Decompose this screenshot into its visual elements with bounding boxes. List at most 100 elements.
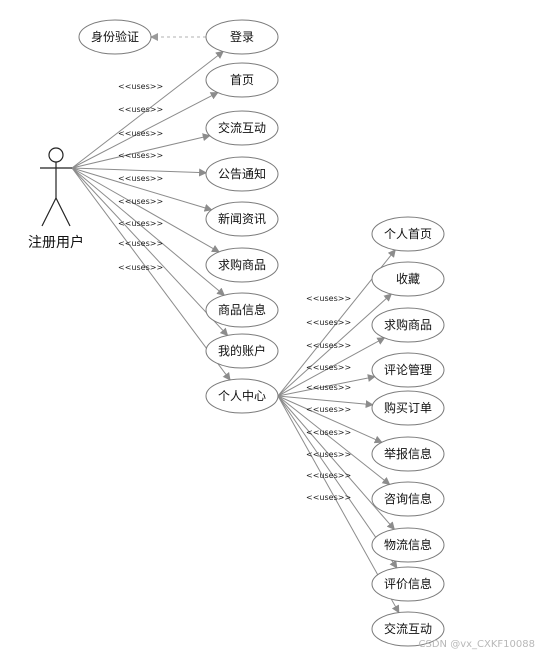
use-case-ellipse	[371, 390, 445, 426]
use-case-personal-center-3[interactable]: 评论管理	[371, 352, 445, 388]
use-case-ellipse	[371, 261, 445, 297]
uses-stereotype-label: <<uses>>	[306, 363, 351, 372]
use-case-ellipse	[205, 201, 279, 237]
association-line	[277, 293, 393, 397]
use-case-label: 评价信息	[384, 576, 432, 591]
actor-label: 注册用户	[28, 234, 84, 251]
stick-figure-icon	[48, 147, 64, 163]
use-case-personal-center-8[interactable]: 评价信息	[371, 566, 445, 602]
use-case-ellipse	[371, 307, 445, 343]
uses-stereotype-label: <<uses>>	[118, 197, 163, 206]
use-case-ellipse	[371, 352, 445, 388]
use-case-layer: 身份验证登录首页交流互动公告通知新闻资讯求购商品商品信息我的账户个人中心个人首页…	[78, 19, 445, 647]
use-case-label: 咨询信息	[384, 491, 432, 506]
association-line	[71, 167, 208, 177]
use-case-label: 交流互动	[384, 621, 432, 636]
association-line	[277, 337, 386, 397]
use-case-label: 公告通知	[218, 167, 266, 181]
stereotype-labels: <<uses>> <<uses>> <<uses>> <<uses>> <<uses>>…	[118, 82, 351, 502]
use-case-label: 求购商品	[218, 257, 266, 272]
use-case-personal-center-2[interactable]: 求购商品	[371, 307, 445, 343]
use-case-label: 个人中心	[218, 388, 266, 403]
association-line	[71, 92, 219, 169]
association-line	[71, 167, 220, 253]
uses-stereotype-label: <<uses>>	[118, 105, 163, 114]
use-case-main-3[interactable]: 公告通知	[205, 156, 279, 192]
uses-stereotype-label: <<uses>>	[306, 428, 351, 437]
use-case-main-6[interactable]: 商品信息	[205, 292, 279, 328]
use-case-personal-center-6[interactable]: 咨询信息	[371, 481, 445, 517]
use-case-main-8[interactable]: 个人中心	[205, 378, 279, 414]
use-case-ellipse	[371, 611, 445, 647]
uses-stereotype-label: <<uses>>	[118, 263, 163, 272]
uses-stereotype-label: <<uses>>	[306, 493, 351, 502]
use-case-ellipse	[205, 110, 279, 146]
use-case-personal-center-7[interactable]: 物流信息	[371, 527, 445, 563]
use-case-personal-center-9[interactable]: 交流互动	[371, 611, 445, 647]
uses-stereotype-label: <<uses>>	[118, 129, 163, 138]
association-line	[71, 167, 226, 296]
actor-registered-user: 注册用户	[28, 147, 84, 251]
uses-stereotype-label: <<uses>>	[118, 219, 163, 228]
use-case-ellipse	[371, 481, 445, 517]
use-case-ellipse	[371, 527, 445, 563]
association-line	[71, 167, 231, 381]
use-case-ellipse	[205, 62, 279, 98]
uses-stereotype-label: <<uses>>	[306, 383, 351, 392]
uses-stereotype-label: <<uses>>	[306, 450, 351, 459]
association-line	[71, 167, 213, 212]
use-case-label: 交流互动	[218, 120, 266, 135]
use-case-ellipse	[205, 247, 279, 283]
use-case-ellipse	[205, 19, 279, 55]
uses-stereotype-label: <<uses>>	[306, 294, 351, 303]
use-case-ellipse	[205, 333, 279, 369]
actor-left-leg	[41, 197, 57, 227]
use-case-personal-center-0[interactable]: 个人首页	[371, 216, 445, 252]
association-line	[277, 395, 383, 444]
use-case-ellipse	[371, 216, 445, 252]
uses-stereotype-label: <<uses>>	[118, 82, 163, 91]
association-line	[277, 395, 391, 486]
use-case-label: 登录	[230, 29, 254, 44]
use-case-main-0[interactable]: 登录	[205, 19, 279, 55]
use-case-label: 新闻资讯	[218, 211, 266, 226]
use-case-label: 举报信息	[384, 446, 432, 461]
use-case-personal-center-4[interactable]: 购买订单	[371, 390, 445, 426]
use-case-label: 购买订单	[384, 400, 432, 415]
uses-stereotype-label: <<uses>>	[118, 174, 163, 183]
use-case-label: 我的账户	[218, 343, 266, 358]
use-case-main-1[interactable]: 首页	[205, 62, 279, 98]
use-case-identity-verification[interactable]: 身份验证	[78, 19, 152, 55]
uses-stereotype-label: <<uses>>	[118, 239, 163, 248]
association-line	[71, 167, 229, 337]
use-case-ellipse	[205, 156, 279, 192]
uses-stereotype-label: <<uses>>	[306, 471, 351, 480]
use-case-ellipse	[205, 292, 279, 328]
use-case-label: 首页	[230, 73, 254, 87]
association-line	[277, 395, 374, 409]
use-case-ellipse	[371, 436, 445, 472]
use-case-main-2[interactable]: 交流互动	[205, 110, 279, 146]
use-case-main-4[interactable]: 新闻资讯	[205, 201, 279, 237]
association-lines	[71, 33, 400, 614]
use-case-label: 商品信息	[218, 302, 266, 317]
use-case-main-7[interactable]: 我的账户	[205, 333, 279, 369]
use-case-label: 身份验证	[91, 29, 139, 44]
use-case-label: 收藏	[396, 272, 420, 286]
use-case-label: 个人首页	[384, 227, 432, 241]
use-case-main-5[interactable]: 求购商品	[205, 247, 279, 283]
use-case-personal-center-5[interactable]: 举报信息	[371, 436, 445, 472]
association-line	[71, 133, 211, 169]
actor-right-leg	[55, 197, 71, 227]
watermark: CSDN @vx_CXKF10088	[418, 639, 535, 650]
uses-stereotype-label: <<uses>>	[306, 318, 351, 327]
use-case-label: 物流信息	[384, 537, 432, 552]
use-case-ellipse	[205, 378, 279, 414]
uses-stereotype-label: <<uses>>	[306, 405, 351, 414]
use-case-label: 求购商品	[384, 317, 432, 332]
use-case-ellipse	[371, 566, 445, 602]
use-case-personal-center-1[interactable]: 收藏	[371, 261, 445, 297]
association-line	[277, 395, 395, 531]
use-case-label: 评论管理	[384, 362, 432, 377]
